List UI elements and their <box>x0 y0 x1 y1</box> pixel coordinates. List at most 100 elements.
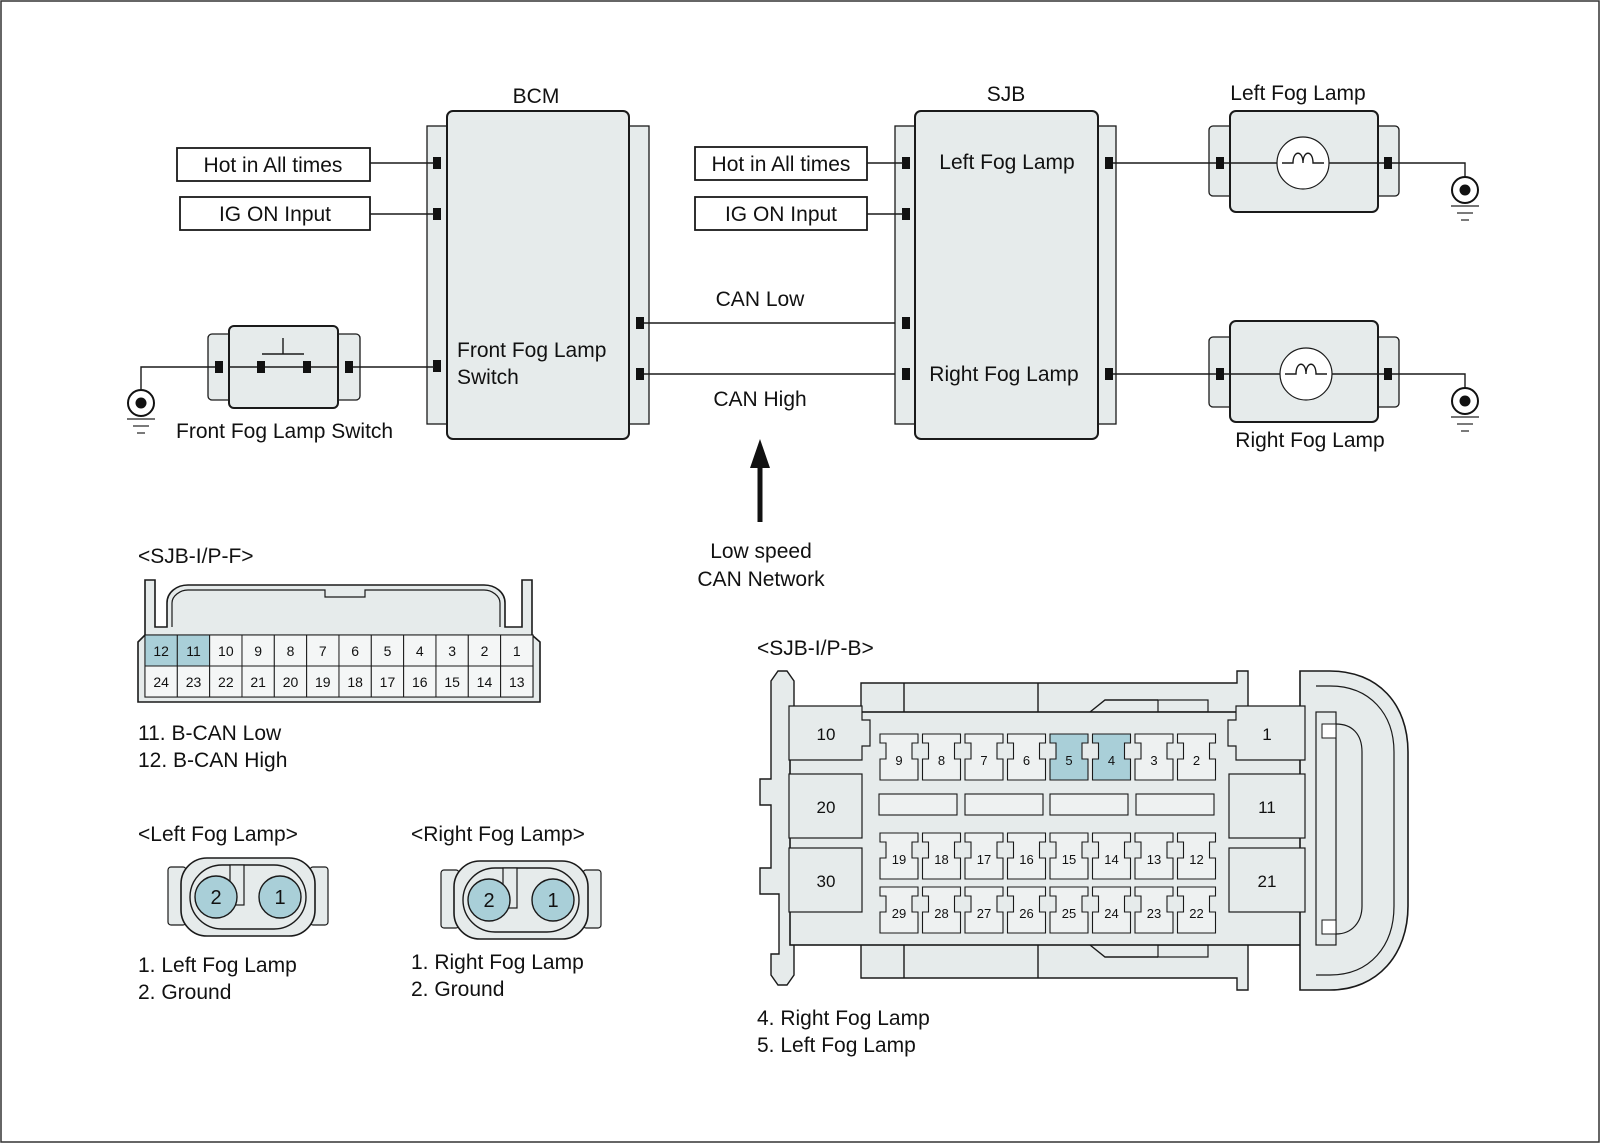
bcm-hot-input-box <box>176 147 371 182</box>
ipb-pin-8 <box>921 733 962 781</box>
ipf-pin-label-5: 5 <box>384 643 392 659</box>
switch-pin-a <box>215 361 223 373</box>
right-lamp-connector-title: <Right Fog Lamp> <box>411 823 585 846</box>
network-label-line2: CAN Network <box>697 568 825 591</box>
right-lamp-conn-pin-label-1: 1 <box>547 890 558 912</box>
ipb-cavity-label-1: 1 <box>1262 725 1271 744</box>
front-switch-label: Front Fog Lamp Switch <box>176 420 393 443</box>
bcm-can-low-terminal <box>636 317 644 329</box>
sjb-ipf-legend-2: 12. B-CAN High <box>138 749 287 772</box>
ipb-cavity-21 <box>1228 847 1306 913</box>
ipb-cavity-20 <box>788 773 863 839</box>
ipf-pin-3 <box>435 634 469 667</box>
right-fog-lamp: Right Fog Lamp <box>1113 320 1466 452</box>
sjb-right-output-label: Right Fog Lamp <box>929 363 1078 386</box>
ipb-pin-label-29: 29 <box>892 906 906 921</box>
switch-pin-c <box>303 361 311 373</box>
sjb-ipf-title: <SJB-I/P-F> <box>138 545 254 568</box>
ipf-pin-label-23: 23 <box>186 674 202 690</box>
ipb-pin-label-27: 27 <box>977 906 991 921</box>
ipb-cavity-label-30: 30 <box>817 872 836 891</box>
ipb-pin-label-16: 16 <box>1019 852 1033 867</box>
ipf-pin-24 <box>144 665 178 698</box>
bcm-can-high-terminal <box>636 368 644 380</box>
sjb-ig-input-box <box>694 196 868 231</box>
ipb-pin-26 <box>1006 886 1047 934</box>
switch-ground-wire <box>140 366 215 389</box>
left-lamp-conn-pin-label-2: 2 <box>210 887 221 909</box>
sjb-ipb-top-clip <box>1157 699 1209 713</box>
ipb-pin-label-25: 25 <box>1062 906 1076 921</box>
ipb-pin-14 <box>1091 832 1132 880</box>
sjb-ipb-hood-notch-bottom <box>1321 919 1337 935</box>
bcm-ig-terminal <box>433 208 441 220</box>
sjb-ipb-bottom-clip <box>1157 944 1209 958</box>
ipf-pin-label-22: 22 <box>218 674 234 690</box>
sjb-ipb-hood-inner <box>1316 685 1395 976</box>
ipb-pin-label-3: 3 <box>1150 753 1157 768</box>
ipb-cavity-10 <box>788 705 871 761</box>
left-bulb-filament <box>1282 152 1324 164</box>
ipf-pin-15 <box>435 665 469 698</box>
left-lamp-label: Left Fog Lamp <box>1230 82 1365 105</box>
sjb-ipb-top-ramp <box>1089 699 1158 713</box>
ipf-pin-label-1: 1 <box>513 643 521 659</box>
sjb-module: SJB Left Fog Lamp Right Fog Lamp <box>894 83 1117 440</box>
bcm-switch-label-line1: Front Fog Lamp <box>457 339 606 362</box>
ipb-pin-4 <box>1091 733 1132 781</box>
ipb-cavity-label-21: 21 <box>1258 872 1277 891</box>
right-lamp-conn-pin-2 <box>467 878 511 922</box>
ipb-pin-27 <box>964 886 1004 934</box>
ipb-pin-label-26: 26 <box>1019 906 1033 921</box>
sjb-hot-terminal <box>902 157 910 169</box>
ipf-pin-label-3: 3 <box>448 643 456 659</box>
bcm-title: BCM <box>513 85 560 108</box>
ipf-pin-label-14: 14 <box>477 674 493 690</box>
sjb-ipb-hood-notch-top <box>1321 723 1337 739</box>
ipb-pin-label-9: 9 <box>895 753 902 768</box>
ipb-pin-label-17: 17 <box>977 852 991 867</box>
sjb-ig-input: IG ON Input <box>694 196 903 231</box>
bcm-switch-label-line2: Switch <box>457 366 519 389</box>
ipb-pin-22 <box>1176 886 1217 934</box>
ipb-pin-label-6: 6 <box>1023 753 1030 768</box>
ipf-pin-label-10: 10 <box>218 643 234 659</box>
sjb-ig-input-label: IG ON Input <box>725 203 837 226</box>
left-lamp-legend-2: 2. Ground <box>138 981 231 1004</box>
sjb-ipb-hood-wall <box>1315 711 1337 946</box>
switch-ground-icon <box>127 389 155 434</box>
ipb-pin-24 <box>1091 886 1132 934</box>
ipb-pin-label-8: 8 <box>938 753 945 768</box>
ipb-slot-2 <box>964 793 1044 816</box>
can-low-label: CAN Low <box>716 288 806 311</box>
right-lamp-ground-wire <box>1392 373 1466 388</box>
can-high-label: CAN High <box>713 388 806 411</box>
left-lamp-pin-b <box>1384 157 1392 169</box>
right-lamp-label: Right Fog Lamp <box>1235 429 1384 452</box>
ipb-pin-18 <box>921 832 962 880</box>
ipb-slot-1 <box>878 793 958 816</box>
ipf-pin-label-13: 13 <box>509 674 525 690</box>
sjb-ipb-top-rail <box>860 670 1249 712</box>
ipf-pin-23 <box>176 665 211 698</box>
ipf-pin-17 <box>370 665 405 698</box>
left-lamp-connector-title: <Left Fog Lamp> <box>138 823 298 846</box>
right-lamp-conn-pin-label-2: 2 <box>483 890 494 912</box>
ipb-pin-label-14: 14 <box>1104 852 1118 867</box>
sjb-ipb-bottom-rail <box>860 945 1249 991</box>
sjb-can-low-terminal <box>902 317 910 329</box>
left-lamp-conn-pin-2 <box>194 875 238 919</box>
bcm-left-connector <box>426 125 450 425</box>
ipf-pin-label-2: 2 <box>481 643 489 659</box>
sjb-ipb-body <box>789 711 1316 946</box>
left-lamp-ground-wire <box>1392 162 1466 178</box>
ipf-pin-label-20: 20 <box>283 674 299 690</box>
ipf-pin-8 <box>273 634 308 667</box>
front-fog-lamp-switch: Front Fog Lamp Switch <box>140 325 434 443</box>
sjb-ig-terminal <box>902 208 910 220</box>
ipf-pin-18 <box>338 665 372 698</box>
